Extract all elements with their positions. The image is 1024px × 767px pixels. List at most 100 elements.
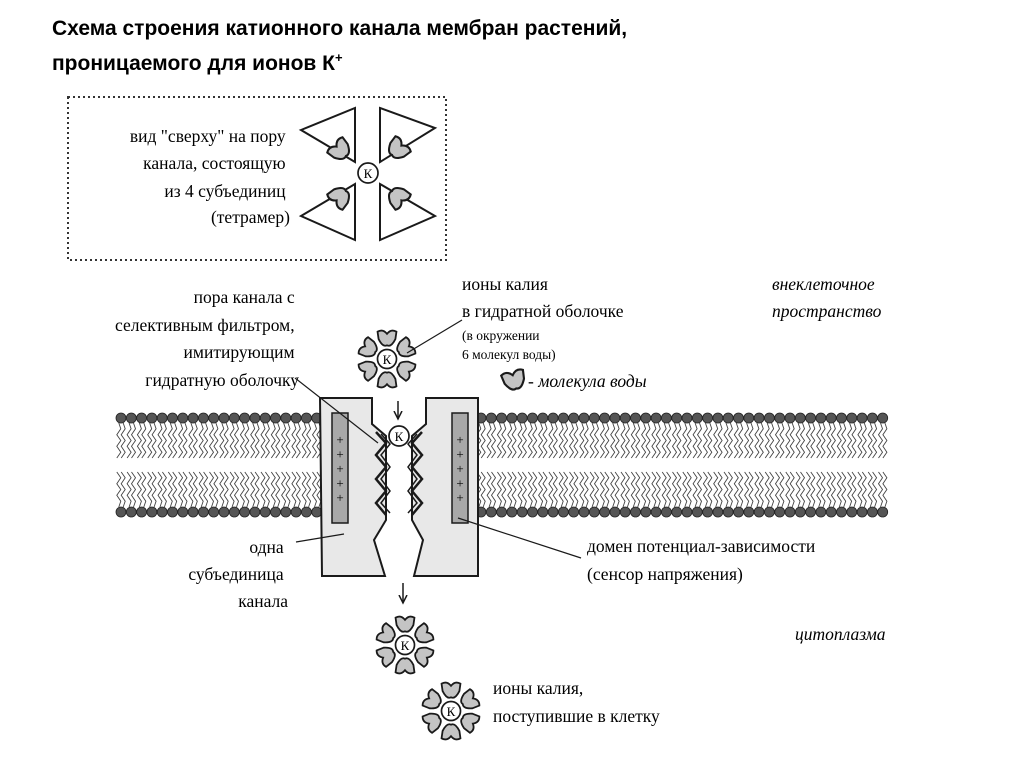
charge-symbol: + — [456, 447, 463, 462]
lipid — [270, 412, 281, 459]
label-hydrated-ions: ионы калия в гидратной оболочке — [462, 274, 624, 321]
lipid — [578, 412, 590, 459]
lipid — [506, 471, 518, 518]
lipid — [218, 412, 230, 459]
lipid — [197, 471, 209, 518]
lipid — [805, 412, 816, 459]
lipid — [167, 412, 178, 459]
lipid — [671, 471, 683, 518]
lipid — [650, 471, 662, 518]
ion-channel: ++++++++++ К — [318, 397, 479, 577]
lipid — [764, 412, 775, 459]
lipid — [547, 471, 559, 518]
ion-circle — [376, 348, 398, 370]
water-molecule — [440, 723, 462, 741]
label-entered-ions-line-1: ионы калия, — [493, 678, 583, 698]
ion-circle — [440, 700, 462, 722]
charge-symbol: + — [336, 447, 343, 462]
tetramer-ion-label: К — [364, 166, 373, 181]
lipid — [239, 471, 251, 518]
tetramer: К — [298, 106, 438, 242]
lipid — [136, 412, 148, 459]
inset-text: вид "сверху" на пору канала, состоящую и… — [130, 126, 290, 227]
label-voltage-domain: домен потенциал-зависимости (сенсор напр… — [587, 536, 820, 584]
lipid — [249, 412, 261, 459]
lipid — [825, 412, 837, 459]
lipid — [743, 471, 755, 518]
charge-symbol: + — [336, 490, 343, 505]
lipid — [681, 471, 693, 518]
lipid — [578, 471, 590, 518]
label-subunit: одна субъединица канала — [188, 537, 288, 611]
ion-label: К — [383, 352, 392, 367]
label-pore-line-4: гидратную оболочку — [145, 370, 299, 390]
label-pore-line-3: имитирующим — [184, 342, 295, 362]
lipid — [208, 471, 220, 518]
lipid — [208, 412, 220, 459]
hydrated-ion-extracellular: К — [356, 329, 418, 389]
lipid — [537, 471, 549, 518]
pore-ion-label: К — [395, 429, 404, 444]
lipid — [722, 412, 734, 459]
lipid — [743, 412, 755, 459]
label-voltage-domain-line-1: домен потенциал-зависимости — [587, 536, 815, 556]
label-hydrated-ions-line-1: ионы калия — [462, 274, 548, 294]
lipid — [794, 412, 806, 459]
lipid — [280, 412, 292, 459]
lipid — [146, 471, 158, 518]
lipid — [249, 471, 261, 518]
lipid — [125, 471, 137, 518]
lipid — [712, 471, 724, 518]
label-extracellular-line-1: внеклеточное — [772, 274, 875, 294]
filter-zigzag-left — [374, 431, 388, 516]
lipid — [794, 471, 806, 518]
lipid — [228, 471, 240, 518]
pore-ion-circle — [388, 425, 410, 447]
leader-hydrated-ions — [406, 319, 463, 354]
label-subunit-line-1: одна — [249, 537, 284, 557]
lipid — [516, 471, 528, 518]
label-hydrated-ions-note-line-1: (в окружении — [462, 328, 540, 343]
lipid — [867, 471, 878, 518]
label-entered-ions-line-2: поступившие в клетку — [493, 706, 660, 726]
lipid — [784, 412, 796, 459]
lipid — [156, 412, 168, 459]
water-molecule — [376, 371, 398, 389]
label-pore: пора канала с селективным фильтром, имит… — [115, 287, 299, 390]
title-line-1: Схема строения катионного канала мембран… — [52, 17, 628, 40]
lipid — [516, 412, 528, 459]
lipid — [558, 471, 569, 518]
hydrated-ion-cytoplasm-1: К — [374, 615, 436, 675]
hydrated-ion-cytoplasm-2: К — [420, 681, 482, 741]
lipid — [856, 412, 868, 459]
lipid — [115, 412, 127, 459]
selectivity-filter — [374, 431, 424, 516]
label-voltage-domain-line-2: (сенсор напряжения) — [587, 564, 743, 584]
lipid — [877, 412, 889, 459]
charge-symbol: + — [456, 432, 463, 447]
ion-label: К — [447, 704, 456, 719]
lipid — [300, 412, 312, 459]
ion-circle — [394, 634, 416, 656]
hydrated-ions: К К К — [356, 329, 482, 741]
lipid — [815, 412, 827, 459]
charge-symbol: + — [456, 476, 463, 491]
filter-zigzag-left-inner — [380, 433, 391, 514]
lipid — [856, 471, 868, 518]
lipid — [527, 412, 538, 459]
channel-subunit-left — [318, 397, 387, 577]
label-subunit-line-2: субъединица — [188, 564, 283, 584]
lipid — [640, 471, 652, 518]
lipid — [722, 471, 734, 518]
lipid — [270, 471, 281, 518]
lipid — [290, 412, 302, 459]
lipid — [485, 412, 497, 459]
lipid — [588, 412, 600, 459]
legend-water-label: - молекула воды — [528, 371, 647, 391]
sensor-charges: ++++++++++ — [336, 432, 463, 505]
lipid — [774, 471, 786, 518]
lipid — [661, 412, 672, 459]
water-molecule — [440, 681, 462, 699]
lipid — [527, 471, 538, 518]
